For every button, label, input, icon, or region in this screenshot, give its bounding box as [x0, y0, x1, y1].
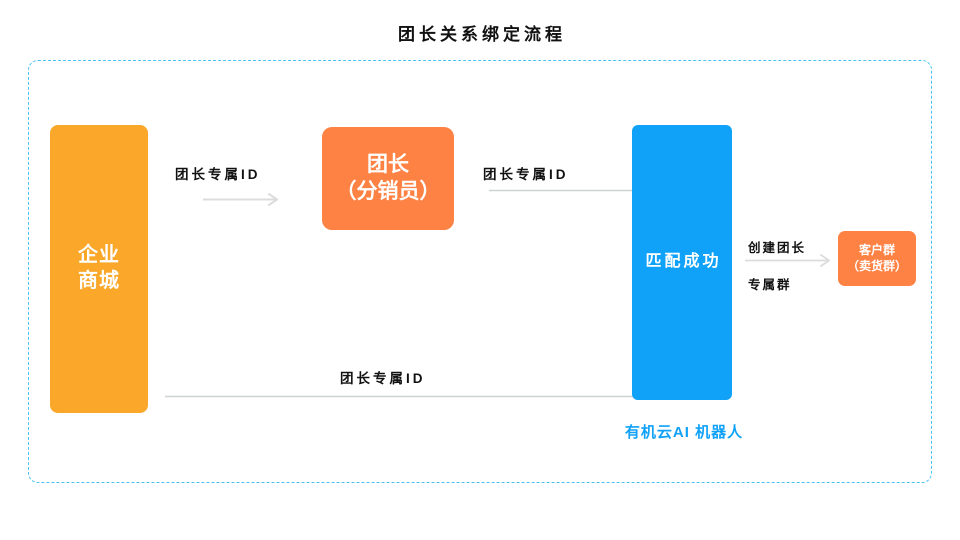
connector-label-mall-to-bot: 团长专属ID — [340, 371, 426, 386]
node-group-leader-label: 团长 （分销员） — [335, 152, 441, 203]
connector-label-bot-to-group-line1: 创建团长 — [748, 241, 807, 255]
node-enterprise-mall[interactable]: 企业 商城 — [50, 125, 148, 413]
node-ai-bot-label: 匹配成功 — [645, 253, 722, 271]
node-enterprise-mall-label: 企业 商城 — [78, 244, 120, 292]
connector-label-leader-to-bot: 团长专属ID — [483, 167, 569, 182]
page-title: 团长关系绑定流程 — [398, 25, 566, 44]
node-customer-group-label: 客户群 （卖货群） — [846, 243, 907, 273]
node-ai-bot[interactable]: 匹配成功 — [632, 125, 732, 400]
diagram-frame — [28, 60, 932, 483]
connector-label-bot-to-group-line2: 专属群 — [748, 278, 792, 292]
connector-label-mall-to-leader: 团长专属ID — [175, 167, 261, 182]
node-group-leader[interactable]: 团长 （分销员） — [322, 127, 454, 230]
node-ai-bot-caption: 有机云AI 机器人 — [624, 424, 744, 441]
node-customer-group[interactable]: 客户群 （卖货群） — [838, 231, 916, 286]
